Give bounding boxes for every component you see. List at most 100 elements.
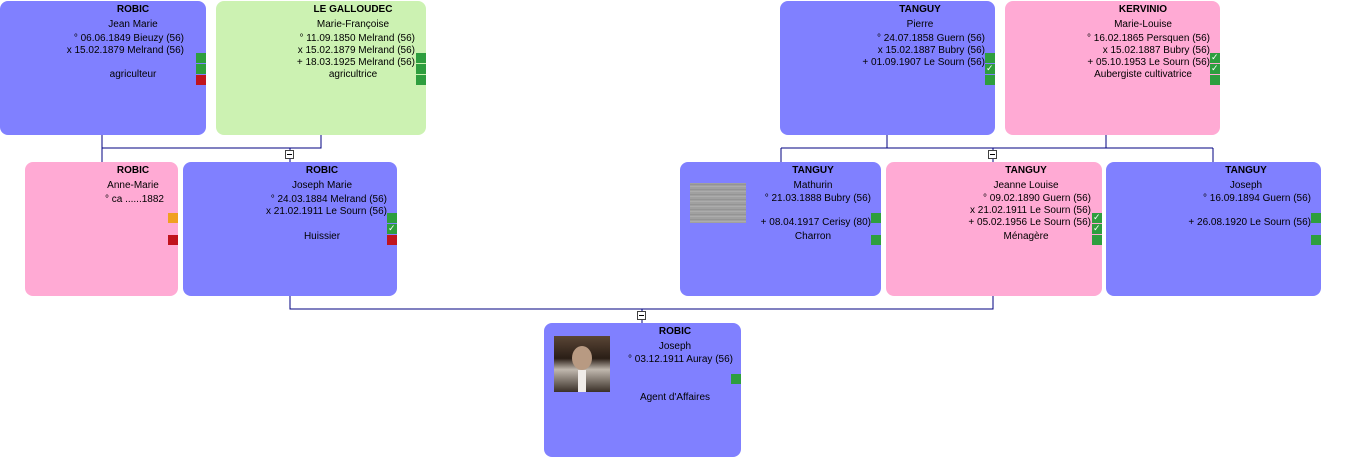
person-occupation: agriculteur: [109, 69, 157, 80]
collapse-toggle-parents-3[interactable]: [637, 311, 646, 320]
person-given-name: Anne-Marie: [107, 180, 159, 191]
person-given-name: Mathurin: [793, 180, 833, 191]
person-surname: KERVINIO: [1118, 4, 1168, 15]
person-surname: LE GALLOUDEC: [313, 4, 393, 15]
checkmark-icon[interactable]: [387, 222, 397, 234]
status-square-icon[interactable]: [168, 213, 178, 223]
checkmark-icon[interactable]: [1092, 211, 1102, 223]
status-square-icon[interactable]: [168, 235, 178, 245]
death-event: + 26.08.1920 Le Sourn (56): [1188, 217, 1311, 228]
person-occupation: Huissier: [303, 231, 341, 242]
person-events: ° 09.02.1890 Guern (56) x 21.02.1911 Le …: [968, 193, 1091, 229]
birth-event: ° 24.07.1858 Guern (56): [877, 33, 985, 44]
person-events: ° 11.09.1850 Melrand (56) x 15.02.1879 M…: [297, 33, 415, 69]
death-event: + 05.10.1953 Le Sourn (56): [1087, 57, 1210, 68]
birth-event: ° 16.02.1865 Persquen (56): [1087, 33, 1210, 44]
status-square-icon[interactable]: [416, 53, 426, 63]
marriage-event: x 15.02.1887 Bubry (56): [1102, 45, 1210, 56]
status-square-icon[interactable]: [196, 53, 206, 63]
person-given-name: Jeanne Louise: [993, 180, 1059, 191]
person-card-marie-louise-kervinio[interactable]: KERVINIO Marie-Louise ° 16.02.1865 Persq…: [1005, 1, 1220, 135]
person-surname: ROBIC: [658, 326, 692, 337]
birth-event: ° 24.03.1884 Melrand (56): [270, 194, 387, 205]
person-events: ° 06.06.1849 Bieuzy (56) x 15.02.1879 Me…: [67, 33, 184, 57]
event-spacer: [1188, 205, 1311, 217]
person-card-joseph-marie-robic[interactable]: ROBIC Joseph Marie ° 24.03.1884 Melrand …: [183, 162, 397, 296]
marriage-event: x 15.02.1879 Melrand (56): [297, 45, 415, 56]
person-occupation: Charron: [794, 231, 832, 242]
person-given-name: Joseph Marie: [291, 180, 353, 191]
portrait-photo[interactable]: [554, 336, 610, 392]
person-surname: TANGUY: [1005, 165, 1047, 176]
status-square-icon[interactable]: [196, 64, 206, 74]
person-events: ° ca ......1882: [105, 194, 164, 206]
person-given-name: Jean Marie: [108, 19, 158, 30]
checkmark-icon[interactable]: [1092, 222, 1102, 234]
person-events: ° 24.03.1884 Melrand (56) x 21.02.1911 L…: [266, 194, 387, 218]
birth-event: ° 09.02.1890 Guern (56): [983, 193, 1091, 204]
person-events: ° 03.12.1911 Auray (56): [628, 354, 733, 366]
status-square-icon[interactable]: [871, 235, 881, 245]
checkmark-icon[interactable]: [1210, 51, 1220, 63]
person-card-jeanne-louise-tanguy[interactable]: TANGUY Jeanne Louise ° 09.02.1890 Guern …: [886, 162, 1102, 296]
status-square-icon[interactable]: [985, 53, 995, 63]
status-square-icon[interactable]: [985, 75, 995, 85]
marriage-event: x 15.02.1887 Bubry (56): [877, 45, 985, 56]
status-square-icon[interactable]: [1311, 213, 1321, 223]
person-surname: ROBIC: [305, 165, 339, 176]
person-occupation: Aubergiste cultivatrice: [1094, 69, 1192, 80]
marriage-event: x 21.02.1911 Le Sourn (56): [265, 206, 387, 217]
person-surname: ROBIC: [116, 4, 150, 15]
person-events: ° 21.03.1888 Bubry (56) + 08.04.1917 Cer…: [761, 193, 871, 229]
marriage-event: x 15.02.1879 Melrand (56): [66, 45, 184, 56]
person-card-marie-francoise-le-galloudec[interactable]: LE GALLOUDEC Marie-Françoise ° 11.09.185…: [216, 1, 426, 135]
checkmark-icon[interactable]: [985, 62, 995, 74]
death-event: + 05.02.1956 Le Sourn (56): [968, 217, 1091, 228]
person-events: ° 16.02.1865 Persquen (56) x 15.02.1887 …: [1087, 33, 1210, 69]
person-occupation: Agent d'Affaires: [639, 392, 711, 403]
person-occupation: Ménagère: [1003, 231, 1049, 242]
person-events: ° 24.07.1858 Guern (56) x 15.02.1887 Bub…: [862, 33, 985, 69]
person-given-name: Marie-Françoise: [316, 19, 390, 30]
marriage-event: x 21.02.1911 Le Sourn (56): [969, 205, 1091, 216]
status-square-icon[interactable]: [416, 64, 426, 74]
person-surname: TANGUY: [899, 4, 941, 15]
person-given-name: Joseph: [658, 341, 692, 352]
collapse-toggle-parents-2[interactable]: [988, 150, 997, 159]
status-square-icon[interactable]: [416, 75, 426, 85]
document-scan-photo[interactable]: [690, 183, 746, 223]
person-card-joseph-robic-root[interactable]: ROBIC Joseph ° 03.12.1911 Auray (56) Age…: [544, 323, 741, 457]
person-surname: TANGUY: [1225, 165, 1267, 176]
person-events: ° 16.09.1894 Guern (56) + 26.08.1920 Le …: [1188, 193, 1311, 229]
person-card-mathurin-tanguy[interactable]: TANGUY Mathurin ° 21.03.1888 Bubry (56) …: [680, 162, 881, 296]
status-square-icon[interactable]: [1210, 75, 1220, 85]
person-occupation: agricultrice: [328, 69, 378, 80]
person-card-anne-marie-robic[interactable]: ROBIC Anne-Marie ° ca ......1882: [25, 162, 178, 296]
checkmark-icon[interactable]: [1210, 62, 1220, 74]
person-given-name: Joseph: [1229, 180, 1263, 191]
person-given-name: Pierre: [906, 19, 934, 30]
status-square-icon[interactable]: [731, 374, 741, 384]
death-event: + 18.03.1925 Melrand (56): [296, 57, 415, 68]
person-card-jean-marie-robic[interactable]: ROBIC Jean Marie ° 06.06.1849 Bieuzy (56…: [0, 1, 206, 135]
birth-event: ° 21.03.1888 Bubry (56): [764, 193, 871, 204]
person-card-joseph-tanguy[interactable]: TANGUY Joseph ° 16.09.1894 Guern (56) + …: [1106, 162, 1321, 296]
status-square-icon[interactable]: [1311, 235, 1321, 245]
birth-event: ° 03.12.1911 Auray (56): [628, 354, 733, 365]
birth-event: ° 06.06.1849 Bieuzy (56): [73, 33, 184, 44]
birth-event: ° ca ......1882: [104, 194, 164, 205]
person-given-name: Marie-Louise: [1114, 19, 1172, 30]
event-spacer: [761, 205, 871, 217]
person-surname: ROBIC: [116, 165, 150, 176]
person-card-pierre-tanguy[interactable]: TANGUY Pierre ° 24.07.1858 Guern (56) x …: [780, 1, 995, 135]
status-square-icon[interactable]: [387, 235, 397, 245]
status-square-icon[interactable]: [1092, 235, 1102, 245]
person-surname: TANGUY: [792, 165, 834, 176]
collapse-toggle-parents-1[interactable]: [285, 150, 294, 159]
status-square-icon[interactable]: [871, 213, 881, 223]
death-event: + 08.04.1917 Cerisy (80): [760, 217, 871, 228]
status-square-icon[interactable]: [196, 75, 206, 85]
death-event: + 01.09.1907 Le Sourn (56): [862, 57, 985, 68]
status-square-icon[interactable]: [387, 213, 397, 223]
